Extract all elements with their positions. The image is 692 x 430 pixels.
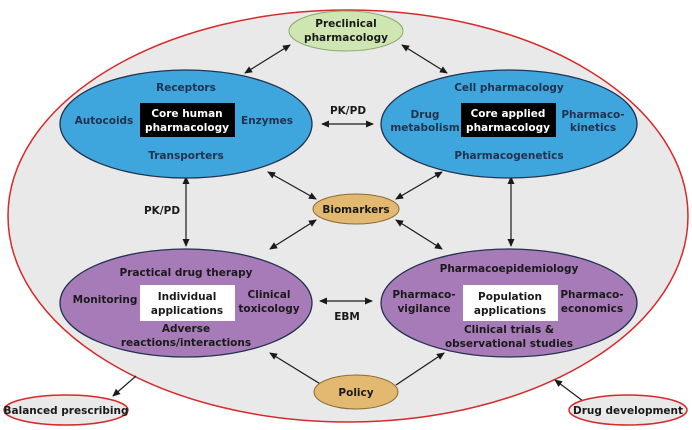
pkpd-vertical-label: PK/PD (144, 205, 180, 217)
pkpd-horizontal-label: PK/PD (330, 105, 366, 117)
core-human-title-2: pharmacology (145, 122, 229, 134)
core-applied-title-1: Core applied (471, 108, 546, 120)
drug-development-label: Drug development (573, 405, 683, 417)
drug-metabolism-label-2: metabolism (390, 122, 459, 134)
adverse-reactions-label-2: reactions/interactions (121, 337, 251, 349)
drug-development-node: Drug development (568, 394, 688, 426)
pharmacovigilance-label-2: vigilance (397, 303, 450, 315)
arrow-applied-biomarkers (395, 171, 443, 200)
population-title-1: Population (478, 291, 542, 303)
arrow-policy-population (395, 352, 445, 386)
individual-box (140, 285, 235, 321)
arrows (112, 44, 584, 402)
biomarkers-label: Biomarkers (322, 204, 389, 216)
biomarkers-node: Biomarkers (312, 193, 400, 225)
policy-node: Policy (313, 374, 399, 410)
population-box (463, 285, 558, 321)
balanced-prescribing-label: Balanced prescribing (4, 405, 129, 417)
pharmacoepidemiology-label: Pharmacoepidemiology (440, 263, 579, 275)
arrow-biomarkers-individual (269, 219, 317, 250)
cell-pharmacology-label: Cell pharmacology (454, 82, 564, 94)
arrow-human-biomarkers (267, 171, 317, 200)
pharmacoeconomics-label-1: Pharmaco- (560, 289, 623, 301)
clinical-toxicology-label-1: Clinical (248, 289, 291, 301)
pharmacogenetics-label: Pharmacogenetics (454, 150, 563, 162)
core-human-box (140, 103, 235, 137)
receptors-label: Receptors (156, 82, 216, 94)
arrow-policy-individual (269, 352, 323, 386)
drug-metabolism-label-1: Drug (411, 109, 440, 121)
arrow-biomarkers-population (395, 219, 443, 250)
individual-title-2: applications (151, 305, 223, 317)
arrow-balanced-prescribing (112, 375, 137, 397)
practical-drug-therapy-label: Practical drug therapy (120, 267, 253, 279)
core-applied-box (461, 103, 556, 137)
core-human-node: Core human pharmacology Receptors Autoco… (59, 69, 313, 179)
core-human-title-1: Core human (151, 108, 222, 120)
balanced-prescribing-node: Balanced prescribing (3, 394, 129, 426)
population-title-2: applications (474, 305, 546, 317)
transporters-label: Transporters (148, 150, 223, 162)
individual-title-1: Individual (158, 291, 217, 303)
clinical-trials-label-2: observational studies (445, 338, 573, 350)
arrow-drug-development (554, 379, 584, 402)
policy-label: Policy (338, 387, 373, 399)
preclinical-label-2: pharmacology (304, 32, 388, 44)
preclinical-label-1: Preclinical (315, 18, 376, 30)
arrow-preclinical-human (244, 44, 291, 74)
autocoids-label: Autocoids (75, 115, 134, 127)
preclinical-node: Preclinical pharmacology (288, 10, 404, 52)
pharmacoeconomics-label-2: economics (561, 303, 623, 315)
pharmacovigilance-label-1: Pharmaco- (392, 289, 455, 301)
pharmacokinetics-label-1: Pharmaco- (561, 109, 624, 121)
pharmacokinetics-label-2: kinetics (570, 122, 616, 134)
core-applied-node: Core applied pharmacology Cell pharmacol… (380, 69, 638, 179)
individual-node: Individual applications Practical drug t… (59, 248, 313, 358)
adverse-reactions-label-1: Adverse (162, 323, 210, 335)
core-applied-title-2: pharmacology (466, 122, 550, 134)
enzymes-label: Enzymes (241, 115, 293, 127)
monitoring-label: Monitoring (73, 294, 138, 306)
population-node: Population applications Pharmacoepidemio… (380, 248, 638, 358)
arrow-preclinical-applied (401, 44, 448, 74)
clinical-trials-label-1: Clinical trials & (464, 324, 554, 336)
ebm-label: EBM (334, 311, 360, 323)
clinical-toxicology-label-2: toxicology (238, 303, 299, 315)
